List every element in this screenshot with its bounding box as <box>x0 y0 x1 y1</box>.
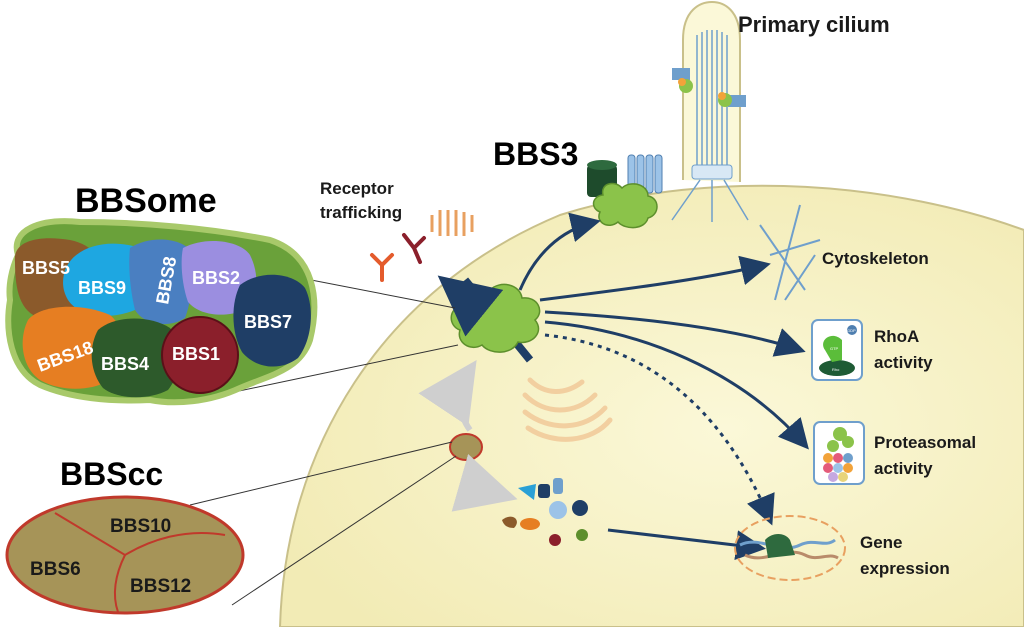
gdp-icon-text: GDP <box>847 328 856 333</box>
bbsome-subunit: BBS2 <box>192 268 240 288</box>
cytoskeleton-label: Cytoskeleton <box>822 249 929 268</box>
arrow-cargo-gene <box>607 528 766 561</box>
bbscc-complex <box>5 495 245 615</box>
arrow-proteasomal <box>544 320 809 450</box>
bbsome-subunit: BBS4 <box>101 354 149 374</box>
golgi-icon <box>522 377 613 442</box>
bbsome-subunit: BBS5 <box>22 258 70 278</box>
arrow-bbs3 <box>518 212 601 291</box>
proteasomal-label-1: Proteasomal <box>874 433 976 452</box>
bbs3-complex-icon <box>587 154 663 229</box>
bbs3-label: BBS3 <box>493 136 578 172</box>
arrow-bbscc-to-bbsome <box>418 360 477 432</box>
gene-label-2: expression <box>860 559 950 578</box>
arrow-rhoa <box>544 310 806 357</box>
cilium-cargo-icon <box>672 68 693 93</box>
gtp-icon-text: GTP <box>830 346 839 351</box>
primary-cilium-label: Primary cilium <box>738 12 890 37</box>
rhoa-label-1: RhoA <box>874 327 919 346</box>
gene-label-1: Gene <box>860 533 903 552</box>
bbscc-subunit: BBS10 <box>110 516 171 537</box>
proteasomal-label-2: activity <box>874 459 933 478</box>
bbsome-subunit: BBS9 <box>78 278 126 298</box>
arrow-cytoskeleton <box>539 255 771 302</box>
rhoa-icon: GDP GTP Rho <box>811 319 863 381</box>
proteasome-icon <box>813 421 865 485</box>
receptor-trafficking-label-2: trafficking <box>320 203 402 222</box>
bbscc-title: BBScc <box>60 456 163 492</box>
arrow-gene-dotted <box>544 333 775 526</box>
cargo-proteins-icon <box>502 478 588 546</box>
nucleus-icon <box>734 515 846 581</box>
receptor-trafficking-label-1: Receptor <box>320 179 394 198</box>
bbsome-subunit: BBS1 <box>172 344 220 364</box>
bbsome-subunit: BBS7 <box>244 312 292 332</box>
arrow-bbscc-to-cargo <box>451 453 518 512</box>
rhoa-label-2: activity <box>874 353 933 372</box>
cytoskeleton-icon <box>759 204 821 301</box>
bbsome-complex <box>5 218 318 406</box>
rho-icon-text: Rho <box>832 367 840 372</box>
receptor-icons <box>370 210 474 282</box>
bbscc-subunit: BBS6 <box>30 559 81 580</box>
primary-cilium <box>671 0 749 222</box>
arrow-receptor <box>437 275 504 337</box>
bbscc-subunit: BBS12 <box>130 576 191 597</box>
cilium-cargo-icon <box>718 92 746 107</box>
bbsome-title: BBSome <box>75 182 217 220</box>
bbscc-center-icon <box>449 433 483 461</box>
